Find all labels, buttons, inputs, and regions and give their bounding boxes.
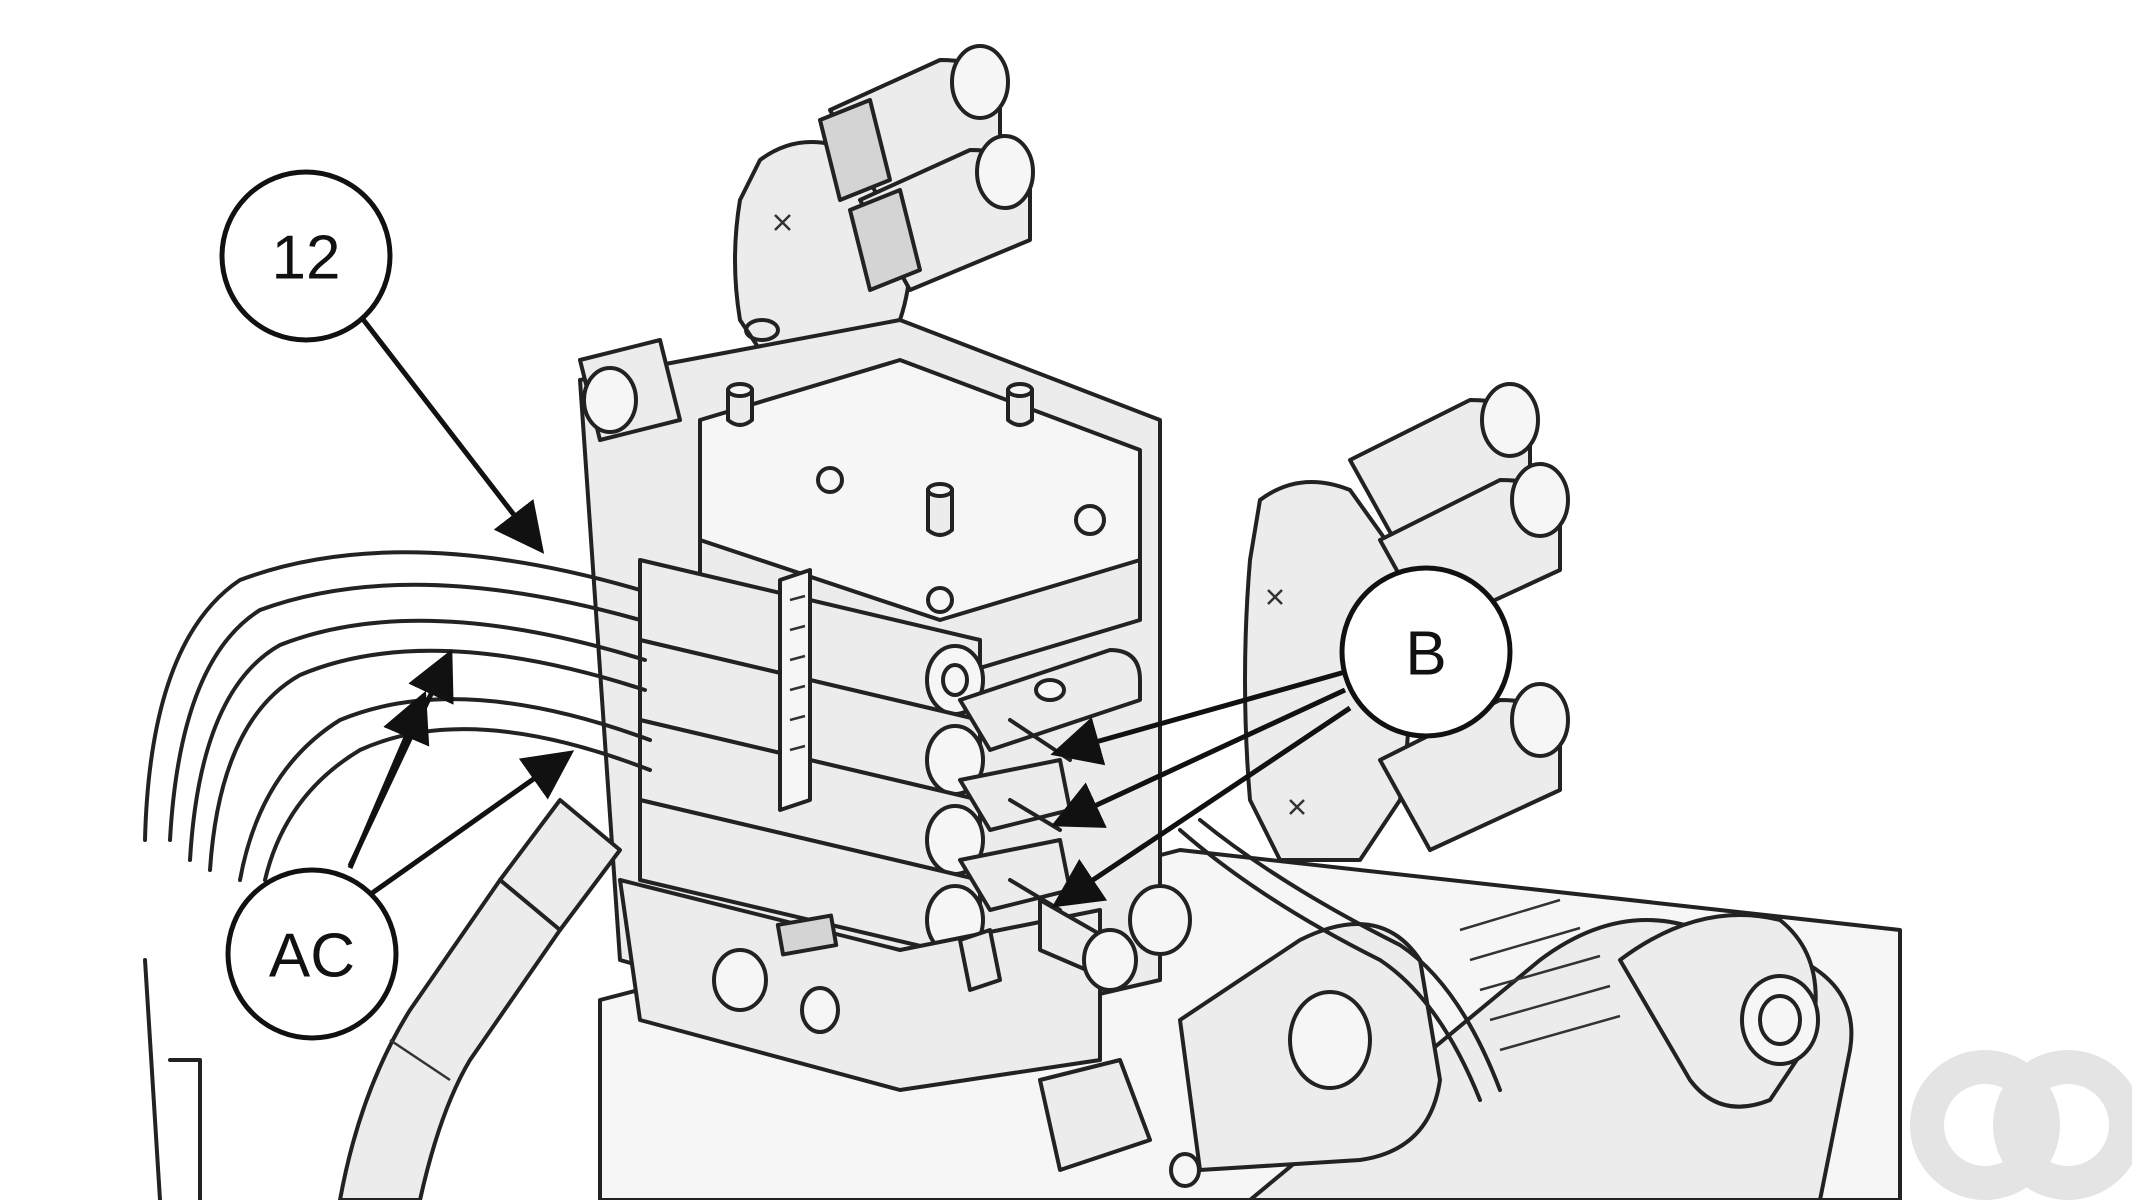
leader-lines	[347, 316, 1352, 908]
stud-3	[926, 482, 954, 537]
leader-b-1	[1050, 669, 1346, 766]
callout-12-label: 12	[272, 224, 341, 293]
leader-ac-3	[347, 690, 430, 869]
stud-2	[1006, 382, 1034, 427]
callout-b: B	[1339, 565, 1513, 739]
side-hose	[1178, 818, 1502, 1102]
lower-hose	[338, 798, 622, 1200]
callout-ac: AC	[225, 867, 399, 1041]
callout-b-label: B	[1405, 620, 1446, 689]
valve-block	[578, 318, 1162, 1092]
left-edge-part	[143, 958, 162, 1200]
leader-b-3	[1051, 705, 1352, 908]
hose-bundle	[143, 550, 652, 882]
callout-12: 12	[219, 169, 393, 343]
vent-slots	[1459, 898, 1621, 1052]
watermark-logo	[1910, 1050, 2132, 1200]
spool-rod	[958, 884, 1192, 992]
stud-1	[726, 382, 754, 427]
leader-12	[360, 316, 545, 554]
right-coupler-1	[1348, 382, 1540, 552]
leader-ac-2	[366, 750, 575, 899]
left-pipe	[168, 1058, 202, 1200]
leader-b-2	[1050, 687, 1347, 828]
callout-ac-label: AC	[269, 922, 355, 991]
upper-coupler-2	[848, 134, 1035, 292]
